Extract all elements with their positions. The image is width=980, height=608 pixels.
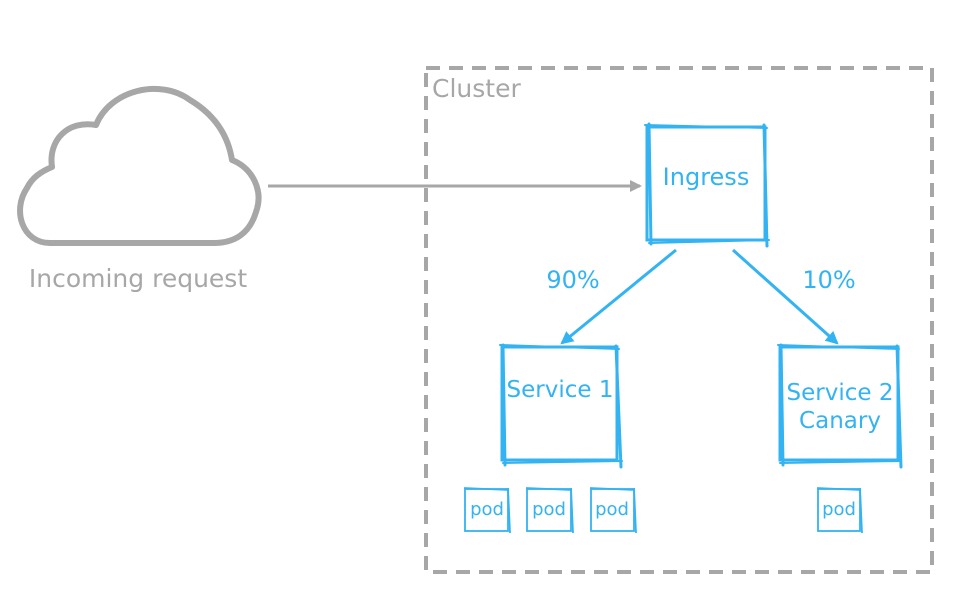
service2-label-line2: Canary bbox=[799, 408, 881, 435]
ingress-label: Ingress bbox=[662, 163, 750, 191]
service1-box bbox=[499, 343, 623, 469]
cloud-caption: Incoming request bbox=[28, 264, 248, 293]
pod-label: pod bbox=[470, 499, 504, 520]
service1-weight-label: 90% bbox=[546, 266, 600, 294]
service2-label: Service 2 Canary bbox=[787, 379, 894, 435]
cloud-icon bbox=[17, 85, 262, 246]
pod-box bbox=[589, 487, 637, 534]
cluster-label: Cluster bbox=[432, 74, 521, 103]
ingress-box bbox=[644, 122, 770, 248]
pod-label: pod bbox=[532, 499, 566, 520]
pod-box bbox=[525, 487, 574, 534]
pod-label: pod bbox=[595, 499, 629, 520]
route-arrow-service2 bbox=[732, 248, 839, 345]
pod-box bbox=[463, 487, 511, 534]
service2-label-line1: Service 2 bbox=[786, 380, 894, 406]
service2-box bbox=[777, 343, 903, 469]
pod-box bbox=[816, 487, 863, 534]
pod-label: pod bbox=[822, 499, 856, 520]
service2-weight-label: 10% bbox=[802, 266, 856, 294]
cluster-boundary bbox=[424, 66, 934, 574]
service1-label: Service 1 bbox=[506, 377, 614, 403]
route-arrow-service1 bbox=[560, 248, 677, 345]
